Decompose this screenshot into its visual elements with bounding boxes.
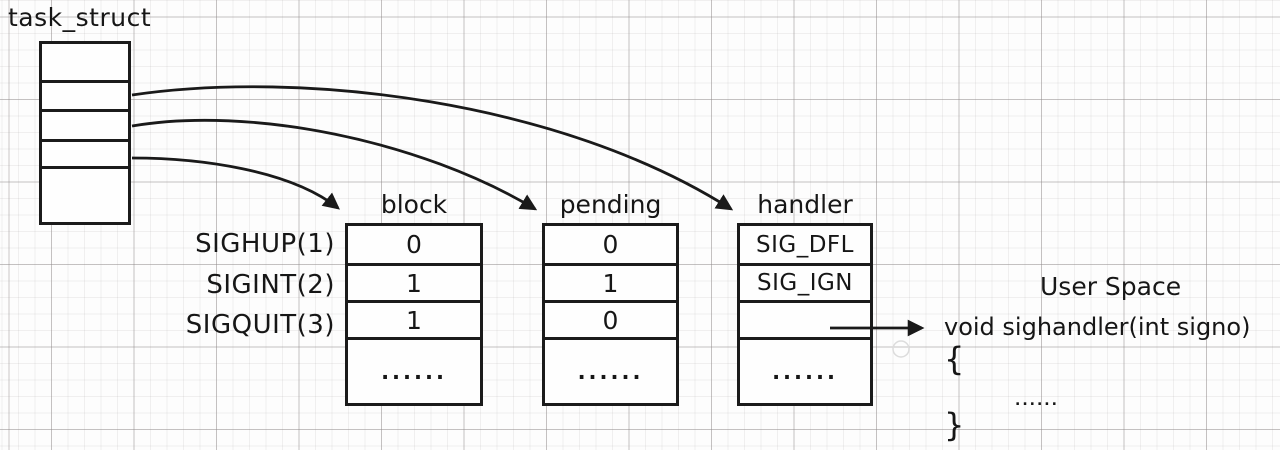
pending-cell-ellipsis: ...... bbox=[545, 337, 676, 403]
watermark-circle bbox=[892, 340, 910, 358]
handler-cell-sighup: SIG_DFL bbox=[756, 231, 854, 258]
task-struct-row bbox=[42, 109, 128, 139]
pending-cell-sigquit: 0 bbox=[545, 300, 676, 337]
block-cell-sigquit: 1 bbox=[348, 300, 480, 337]
user-space-title: User Space bbox=[1040, 272, 1182, 301]
pending-cell-sighup: 0 bbox=[602, 230, 619, 259]
pending-cell-sigint: 1 bbox=[545, 263, 676, 300]
handler-cell-sigquit bbox=[740, 300, 870, 337]
column-header-block: block bbox=[380, 190, 448, 219]
sighandler-body-ellipsis: ...... bbox=[1015, 393, 1059, 409]
handler-cell-sigint: SIG_IGN bbox=[740, 263, 870, 300]
block-cell-sigint: 1 bbox=[348, 263, 480, 300]
task-struct-title: task_struct bbox=[8, 3, 152, 32]
pending-table: 0 1 0 ...... bbox=[542, 223, 679, 406]
task-struct-row bbox=[42, 139, 128, 166]
signal-labels: SIGHUP(1) SIGINT(2) SIGQUIT(3) bbox=[60, 223, 335, 345]
column-header-handler: handler bbox=[757, 190, 853, 219]
task-struct-row bbox=[42, 44, 128, 80]
signal-label-sigquit: SIGQUIT(3) bbox=[185, 310, 335, 340]
handler-cell-ellipsis: ...... bbox=[740, 337, 870, 403]
signal-label-sighup: SIGHUP(1) bbox=[195, 229, 335, 259]
sighandler-brace-open: { bbox=[944, 340, 965, 378]
block-table: 0 1 1 ...... bbox=[345, 223, 483, 406]
task-struct-box bbox=[39, 41, 131, 225]
arrow-task-to-block bbox=[131, 156, 340, 210]
sighandler-signature: void sighandler(int signo) bbox=[944, 313, 1251, 341]
task-struct-row bbox=[42, 80, 128, 109]
block-cell-ellipsis: ...... bbox=[348, 337, 480, 403]
task-struct-row bbox=[42, 166, 128, 222]
handler-table: SIG_DFL SIG_IGN ...... bbox=[737, 223, 873, 406]
signal-label-sigint: SIGINT(2) bbox=[206, 270, 335, 300]
block-cell-sighup: 0 bbox=[406, 230, 422, 259]
column-header-pending: pending bbox=[559, 190, 662, 219]
sighandler-brace-close: } bbox=[944, 406, 965, 444]
